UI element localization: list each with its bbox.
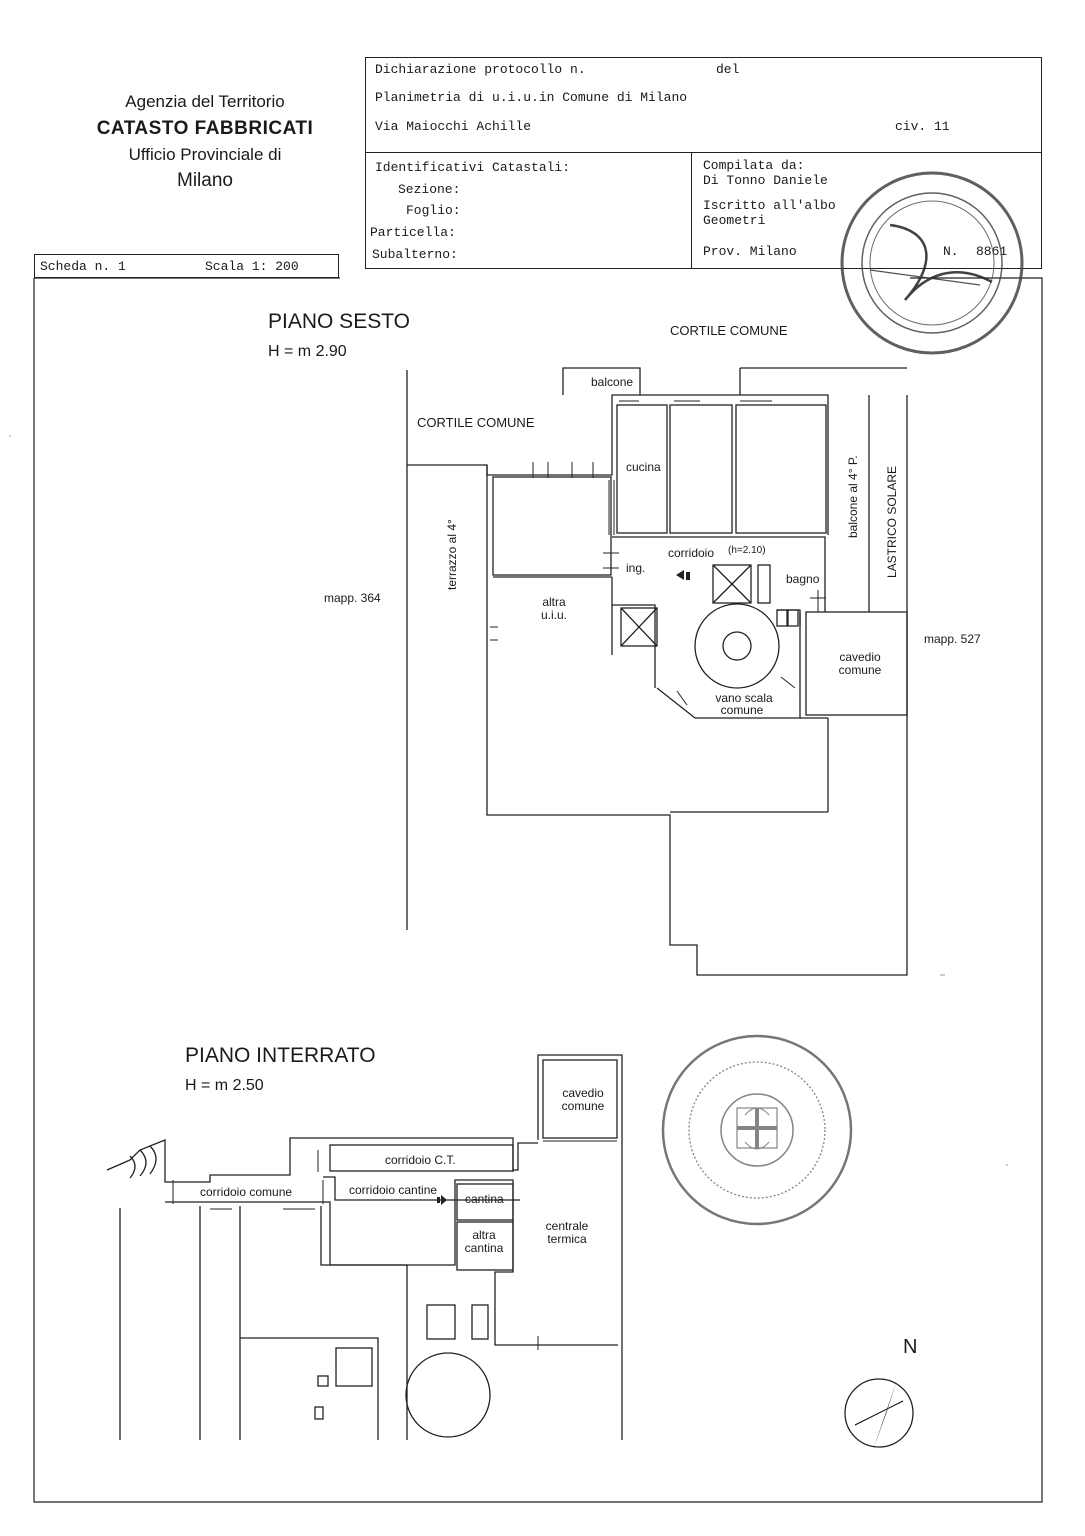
cantina-label: cantina	[465, 1192, 504, 1206]
vano-scala-label-2: comune	[721, 703, 764, 717]
foglio-label: Foglio:	[406, 203, 461, 218]
compilata-box	[691, 152, 1042, 269]
address-label: Via Maiocchi Achille	[375, 119, 532, 134]
cortile-comune-top: CORTILE COMUNE	[670, 323, 788, 338]
north-label: N	[903, 1336, 917, 1358]
dichiarazione-label: Dichiarazione protocollo n.	[375, 62, 586, 77]
collegio-geometri-stamp	[840, 171, 1024, 355]
cortile-comune-left: CORTILE COMUNE	[417, 415, 535, 430]
piano-interrato-height: H = m 2.50	[185, 1077, 264, 1094]
cavedio-label-2: comune	[839, 663, 882, 677]
cucina-label: cucina	[626, 460, 661, 474]
corridoio-cantine-label: corridoio cantine	[349, 1183, 437, 1197]
piano-sesto-height: H = m 2.90	[268, 343, 347, 360]
register-n-label: N.	[943, 244, 959, 259]
city-label: Milano	[177, 169, 233, 191]
sezione-label: Sezione:	[398, 182, 461, 197]
scala-label: Scala 1: 200	[205, 259, 299, 274]
compilata-title: Compilata da:	[703, 158, 805, 173]
civic-number: civ. 11	[895, 119, 950, 134]
iscritto-label: Iscritto all'albo	[703, 198, 836, 213]
mapp-527-label: mapp. 527	[924, 632, 981, 646]
drawing-frame	[33, 277, 1043, 1503]
mapp-364-label: mapp. 364	[324, 591, 381, 605]
agency-block: Agenzia del Territorio CATASTO FABBRICAT…	[60, 92, 350, 192]
interrato-cavedio-label-2: comune	[562, 1099, 605, 1113]
corridoio-height-label: (h=2.10)	[728, 545, 766, 556]
altra-uiu-label-2: u.i.u.	[541, 608, 567, 622]
corridoio-label: corridoio	[668, 546, 714, 560]
surveyor-name: Di Tonno Daniele	[703, 173, 828, 188]
door-marks	[490, 400, 826, 706]
province-label: Prov. Milano	[703, 244, 797, 259]
cantina-arrow-icon	[437, 1195, 447, 1205]
ufficio-label: Ufficio Provinciale di	[128, 145, 282, 165]
bagno-label: bagno	[786, 572, 820, 586]
particella-label: Particella:	[370, 225, 456, 240]
piano-sesto-plan	[406, 367, 908, 976]
altra-cantina-label-2: cantina	[465, 1241, 504, 1255]
centrale-termica-label-2: termica	[547, 1232, 587, 1246]
agency-name: Agenzia del Territorio	[125, 92, 285, 111]
corridoio-comune-label: corridoio comune	[200, 1185, 292, 1199]
centrale-termica-label-1: centrale	[546, 1219, 589, 1233]
terrazzo-label: terrazzo al 4°	[445, 519, 459, 590]
geometri-label: Geometri	[703, 213, 766, 228]
identificativi-title: Identificativi Catastali:	[375, 160, 571, 175]
scheda-label: Scheda n. 1	[40, 259, 126, 274]
lastrico-solare-label: LASTRICO SOLARE	[885, 466, 899, 578]
ingresso-label: ing.	[626, 561, 645, 575]
scan-marks	[9, 435, 1008, 1166]
register-number: 8861	[976, 244, 1008, 259]
planimetria-label: Planimetria di u.i.u.in Comune di Milano	[375, 90, 688, 105]
balcone-4p-label: balcone al 4° P.	[846, 455, 860, 538]
vano-scala-label-1: vano scala	[715, 691, 773, 705]
comune-milano-stamp	[661, 1034, 853, 1226]
del-label: del	[716, 62, 740, 77]
altra-uiu-label-1: altra	[542, 595, 566, 609]
piano-interrato-plan	[106, 1054, 623, 1440]
piano-sesto-title: PIANO SESTO	[268, 310, 410, 333]
piano-interrato-title: PIANO INTERRATO	[185, 1044, 376, 1067]
corridoio-ct-label: corridoio C.T.	[385, 1153, 456, 1167]
interrato-door-marks	[172, 1137, 617, 1350]
north-compass-icon	[844, 1378, 914, 1450]
altra-cantina-label-1: altra	[472, 1228, 496, 1242]
interrato-cavedio-label-1: cavedio	[562, 1086, 604, 1100]
balcone-label: balcone	[591, 375, 633, 389]
cavedio-label-1: cavedio	[839, 650, 881, 664]
subalterno-label: Subalterno:	[372, 247, 458, 262]
catasto-title: CATASTO FABBRICATI	[96, 118, 314, 140]
entrance-arrow-icon	[676, 570, 690, 580]
